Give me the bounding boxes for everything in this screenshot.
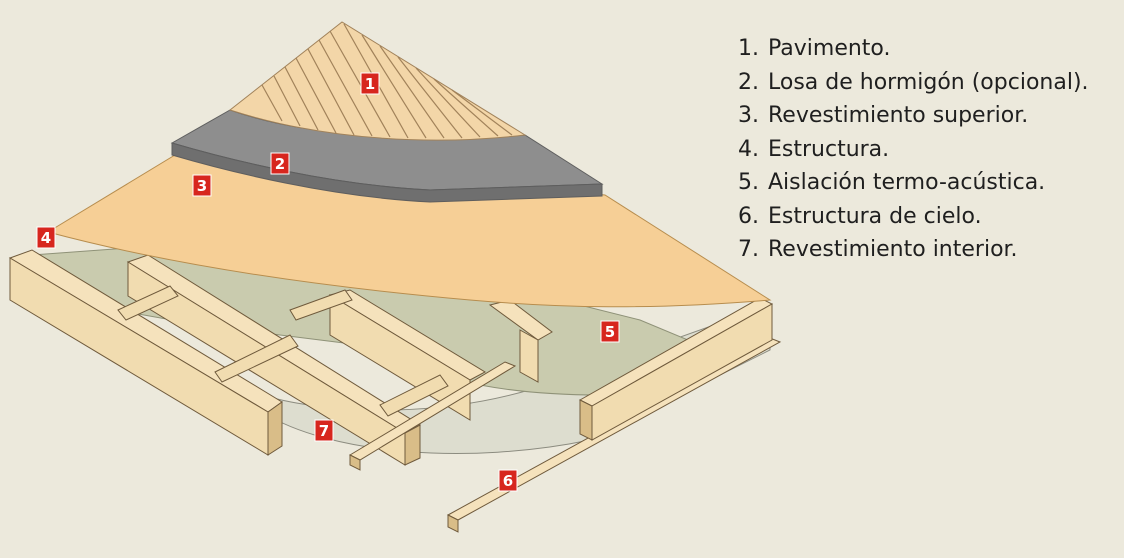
legend-label: Pavimento. (768, 36, 891, 61)
svg-text:1: 1 (365, 75, 375, 93)
legend-item-4: 4. Estructura. (738, 133, 1089, 167)
blocking (117, 285, 449, 417)
legend-number: 6. (738, 203, 759, 229)
badge-4: 4 (36, 226, 56, 249)
legend-item-5: 5. Aislación termo-acústica. (738, 166, 1089, 200)
legend-label: Estructura. (768, 136, 890, 162)
legend-number: 7. (738, 237, 759, 262)
legend-number: 3. (738, 103, 759, 128)
badge-5: 5 (600, 320, 620, 343)
legend-number: 1. (738, 36, 759, 61)
svg-text:2: 2 (275, 155, 285, 173)
legend-label: Estructura de cielo. (768, 203, 982, 229)
legend-item-2: 2. Losa de hormigón (opcional). (738, 66, 1089, 100)
legend-item-7: 7. Revestimiento interior. (738, 233, 1089, 267)
badge-2: 2 (270, 152, 290, 175)
legend-label: Revestimiento interior. (768, 237, 1018, 262)
legend-number: 4. (738, 136, 759, 162)
svg-text:3: 3 (197, 177, 207, 195)
svg-text:6: 6 (503, 472, 513, 490)
legend-label: Aislación termo-acústica. (768, 170, 1046, 195)
svg-text:5: 5 (605, 323, 615, 341)
legend-number: 5. (738, 170, 759, 195)
legend-label: Losa de hormigón (opcional). (768, 69, 1089, 95)
svg-text:4: 4 (41, 229, 51, 247)
legend-item-1: 1. Pavimento. (738, 32, 1089, 66)
badge-1: 1 (360, 72, 380, 95)
legend-list: 1. Pavimento. 2. Losa de hormigón (opciona… (738, 32, 1089, 267)
legend-label: Revestimiento superior. (768, 103, 1029, 128)
legend-item-3: 3. Revestimiento superior. (738, 99, 1089, 133)
legend-item-6: 6. Estructura de cielo. (738, 200, 1089, 234)
badge-7: 7 (314, 419, 334, 442)
badge-6: 6 (498, 469, 518, 492)
left-joist (8, 249, 283, 456)
right-rim-joist (578, 297, 774, 441)
concrete-slab (170, 109, 604, 203)
legend-number: 2. (738, 69, 759, 95)
badge-3: 3 (192, 174, 212, 197)
svg-text:7: 7 (319, 422, 329, 440)
upper-sheathing (46, 154, 772, 308)
